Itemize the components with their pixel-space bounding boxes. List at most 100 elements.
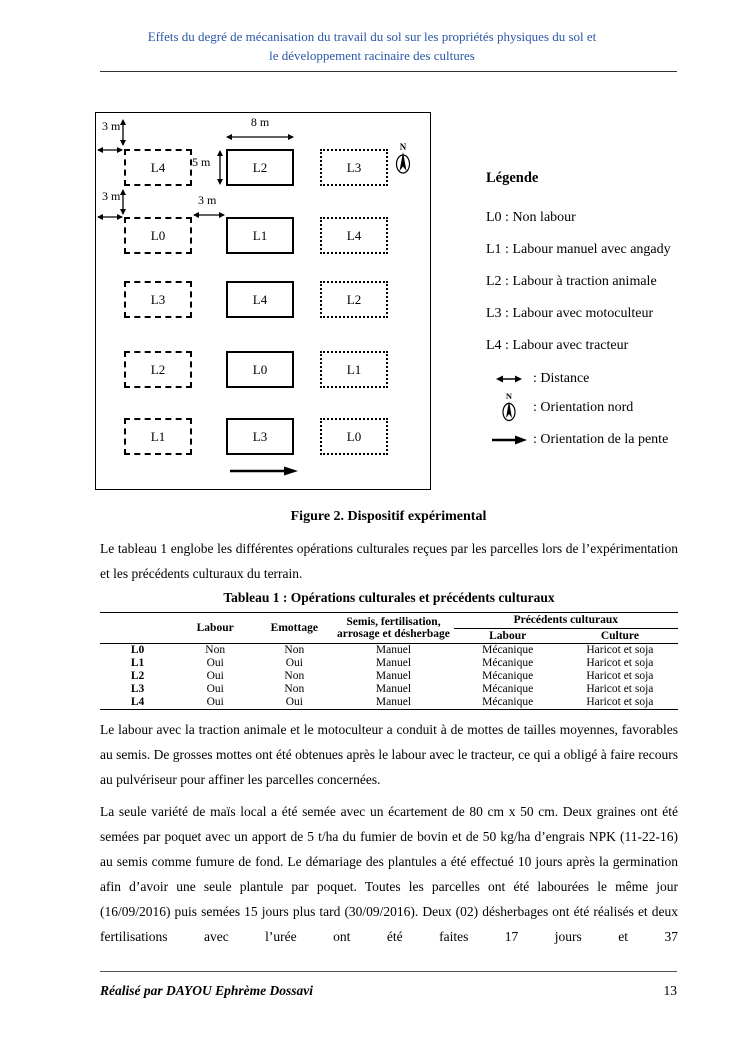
doc-title-line1: Effets du degré de mécanisation du trava… — [147, 29, 597, 44]
plot: L1 — [320, 351, 388, 388]
row-label: L3 — [130, 683, 145, 695]
cell-semis: Manuel — [375, 670, 412, 682]
cell-labour: Oui — [206, 683, 224, 695]
row-label: L4 — [130, 696, 145, 708]
paragraph-3: La seule variété de maïs local a été sem… — [100, 804, 678, 944]
cell-culture: Haricot et soja — [586, 683, 654, 695]
dimension-arrow-h-icon — [97, 214, 123, 220]
cell-prec-labour: Mécanique — [482, 696, 534, 708]
doc-title: Effets du degré de mécanisation du trava… — [62, 27, 682, 65]
legend-symbol-north: N : Orientation nord — [486, 391, 721, 424]
table-row: L3 Oui Non Manuel Mécanique Haricot et s… — [100, 683, 678, 696]
row-label: L1 — [130, 657, 145, 669]
cell-labour: Oui — [206, 670, 224, 682]
plot: L1 — [124, 418, 192, 455]
cell-semis: Manuel — [375, 644, 412, 656]
dim-label-plot-height: 5 m — [192, 155, 211, 169]
legend: Légende L0 : Non labour L1 : Labour manu… — [486, 170, 721, 450]
th-emottage: Emottage — [270, 621, 318, 634]
row-label: L2 — [130, 670, 145, 682]
cell-culture: Haricot et soja — [586, 696, 654, 708]
cell-prec-labour: Mécanique — [482, 683, 534, 695]
dim-label-col-gap: 3 m — [198, 193, 217, 207]
cell-emottage: Oui — [285, 696, 303, 708]
plot: L3 — [226, 418, 294, 455]
cell-culture: Haricot et soja — [586, 670, 654, 682]
plot: L1 — [226, 217, 294, 254]
legend-item-L1: L1 : Labour manuel avec angady — [486, 242, 671, 257]
legend-symbol-slope: : Orientation de la pente — [486, 430, 721, 450]
cell-semis: Manuel — [375, 696, 412, 708]
table-row: L0 Non Non Manuel Mécanique Haricot et s… — [100, 644, 678, 658]
north-letter: N — [400, 142, 407, 152]
th-precedents: Précédents culturaux — [453, 612, 678, 629]
plot: L2 — [320, 281, 388, 318]
dimension-arrow-v-icon — [217, 150, 223, 185]
dim-label-top-gap: 3 m — [102, 119, 121, 133]
page-number: 13 — [663, 983, 678, 998]
cell-labour: Oui — [206, 657, 224, 669]
legend-title: Légende — [486, 170, 539, 186]
legend-item-L2: L2 : Labour à traction animale — [486, 274, 657, 289]
cell-semis: Manuel — [375, 657, 412, 669]
th-empty — [100, 613, 175, 644]
cell-semis: Manuel — [375, 683, 412, 695]
dimension-arrow-h-icon — [193, 212, 225, 218]
plot: L2 — [226, 149, 294, 186]
footer-divider — [100, 971, 677, 972]
row-label: L0 — [130, 644, 145, 656]
cell-emottage: Non — [284, 644, 305, 656]
table-row: L4 Oui Oui Manuel Mécanique Haricot et s… — [100, 696, 678, 710]
legend-item-L3: L3 : Labour avec motoculteur — [486, 306, 654, 321]
cell-labour: Oui — [206, 696, 224, 708]
legend-symbol-label: : Distance — [533, 371, 590, 386]
body-content: Le tableau 1 englobe les différentes opé… — [100, 536, 678, 949]
cell-prec-labour: Mécanique — [482, 657, 534, 669]
cell-emottage: Non — [284, 670, 305, 682]
legend-symbol-distance: : Distance — [486, 369, 721, 389]
plot: L3 — [124, 281, 192, 318]
plot: L0 — [320, 418, 388, 455]
slope-arrow-icon — [490, 434, 528, 446]
table-title: Tableau 1 : Opérations culturales et pré… — [223, 590, 555, 605]
dim-label-row-gap: 3 m — [102, 189, 121, 203]
figure-caption: Figure 2. Dispositif expérimental — [290, 509, 487, 524]
plot: L4 — [124, 149, 192, 186]
dimension-arrow-h-icon — [97, 147, 123, 153]
slope-arrow-icon — [230, 466, 298, 476]
table-row: L1 Oui Oui Manuel Mécanique Haricot et s… — [100, 657, 678, 670]
cell-prec-labour: Mécanique — [482, 644, 534, 656]
plot: L0 — [124, 217, 192, 254]
dimension-arrow-v-icon — [120, 189, 126, 215]
legend-item-L0: L0 : Non labour — [486, 210, 576, 225]
dimension-arrow-v-icon — [120, 119, 126, 146]
cell-labour: Non — [205, 644, 226, 656]
dim-label-plot-width: 8 m — [250, 115, 270, 129]
plot: L0 — [226, 351, 294, 388]
legend-symbol-label: : Orientation de la pente — [533, 432, 669, 447]
plot: L2 — [124, 351, 192, 388]
north-letter: N — [506, 391, 513, 401]
th-culture: Culture — [600, 629, 639, 642]
cell-prec-labour: Mécanique — [482, 670, 534, 682]
north-compass-icon: N — [490, 391, 528, 424]
cell-culture: Haricot et soja — [586, 657, 654, 669]
legend-symbol-label: : Orientation nord — [533, 399, 634, 415]
footer: Réalisé par DAYOU Ephrème Dossavi 13 — [100, 983, 677, 999]
th-labour: Labour — [196, 621, 234, 634]
th-prec-labour: Labour — [489, 629, 527, 642]
cell-emottage: Non — [284, 683, 305, 695]
paragraph-2: Le labour avec la traction animale et le… — [100, 722, 678, 787]
footer-author: Réalisé par DAYOU Ephrème Dossavi — [100, 983, 314, 998]
plot: L4 — [320, 217, 388, 254]
doc-title-line2: le développement racinaire des cultures — [269, 48, 475, 63]
north-compass-icon: N — [395, 142, 411, 174]
table-row: L2 Oui Non Manuel Mécanique Haricot et s… — [100, 670, 678, 683]
cell-emottage: Oui — [285, 657, 303, 669]
experimental-layout-diagram: L4 L2 L3 L0 L1 L4 L3 L4 L2 L2 L0 L1 L1 L… — [95, 112, 431, 490]
paragraph-1: Le tableau 1 englobe les différentes opé… — [100, 541, 678, 581]
double-arrow-icon — [490, 374, 528, 384]
header-divider — [100, 71, 677, 72]
plot: L4 — [226, 281, 294, 318]
operations-table: Labour Emottage Semis, fertilisation, ar… — [100, 612, 678, 710]
